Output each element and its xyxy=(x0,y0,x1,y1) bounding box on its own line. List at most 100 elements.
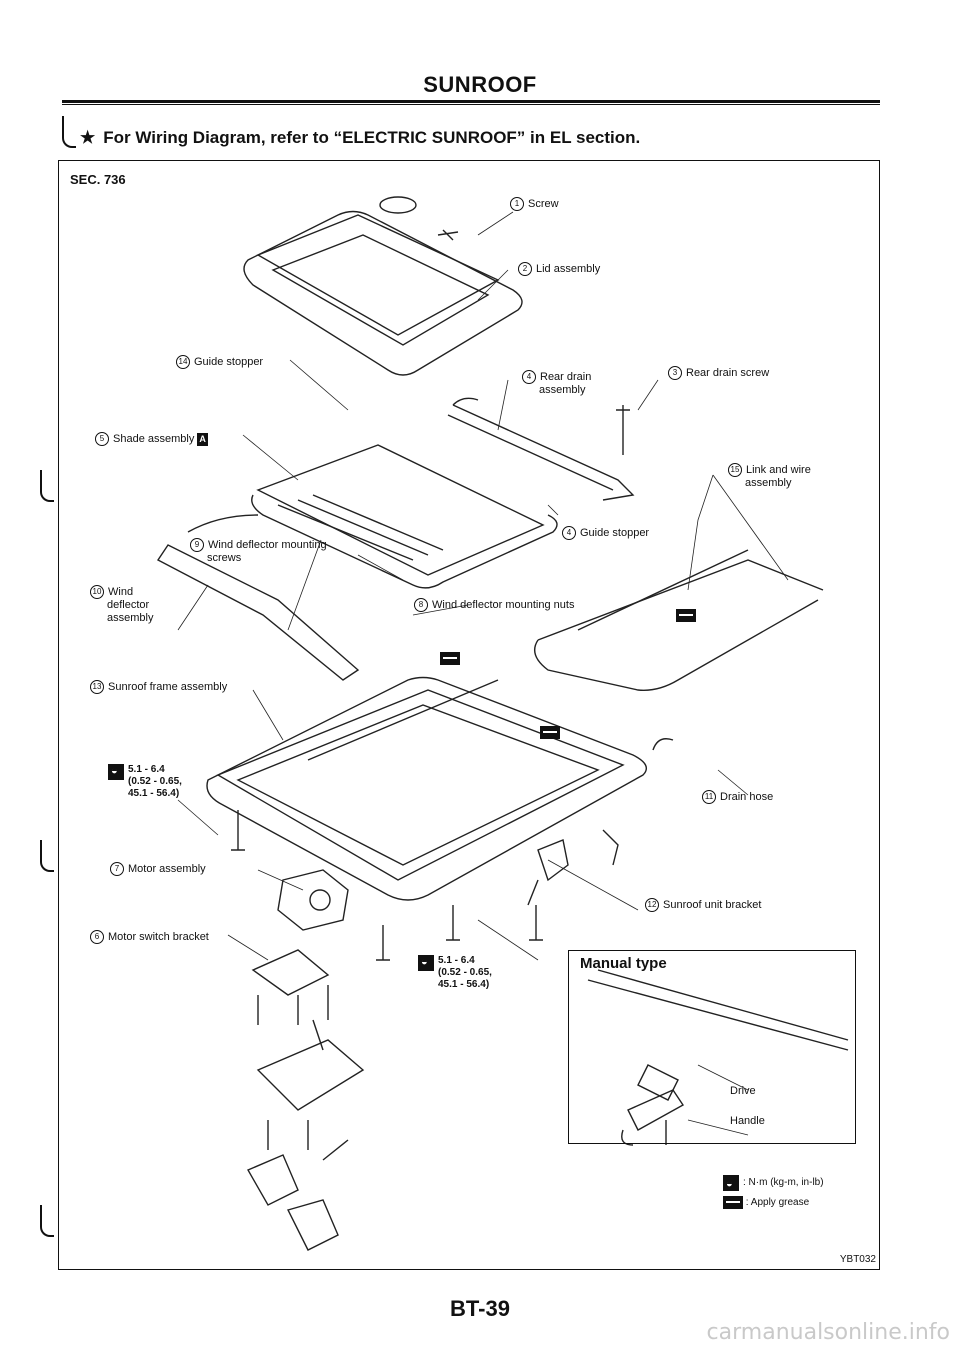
label-motor-assembly: 7 Motor assembly xyxy=(110,862,206,876)
star-icon: ★ xyxy=(80,128,96,147)
unit-bracket-drawing xyxy=(527,829,619,906)
callout-number: 13 xyxy=(90,680,104,694)
callout-text: Motor switch bracket xyxy=(108,930,209,943)
manual-type-title: Manual type xyxy=(580,955,667,972)
title-rule-thin xyxy=(62,104,880,105)
label-guide-stopper-14: 14 Guide stopper xyxy=(176,355,263,369)
callout-text: screws xyxy=(207,552,242,564)
shade-assembly-drawing xyxy=(251,444,558,589)
callout-text: Link and wire xyxy=(746,463,811,476)
callout-number: 15 xyxy=(728,463,742,477)
watermark-site: carmanualsonline.info xyxy=(706,1320,950,1345)
legend-torque-text: : N·m (kg-m, in-lb) xyxy=(743,1177,824,1188)
callout-number: 14 xyxy=(176,355,190,369)
sunroof-exploded-view xyxy=(156,196,849,1251)
grease-icon xyxy=(676,609,696,622)
callout-text: Sunroof unit bracket xyxy=(663,898,762,911)
callout-number: 11 xyxy=(702,790,716,804)
rear-drain-drawing xyxy=(447,397,635,501)
page-number: BT-39 xyxy=(450,1296,510,1321)
trim-plate-drawing xyxy=(247,1139,349,1251)
callout-number: 10 xyxy=(90,585,104,599)
title-rule xyxy=(62,100,880,103)
torque-value: 5.1 - 6.4 xyxy=(128,764,165,775)
motor-switch-bracket-drawing xyxy=(251,949,330,1025)
bolt-drawings xyxy=(231,810,543,961)
wiring-reference-note: ★ For Wiring Diagram, refer to “ELECTRIC … xyxy=(80,128,640,148)
leader-lines xyxy=(177,211,789,1136)
legend-grease-text: : Apply grease xyxy=(745,1197,810,1208)
callout-text: assembly xyxy=(107,612,154,624)
callout-text: Guide stopper xyxy=(194,355,264,368)
link-wire-drawing xyxy=(534,549,824,691)
label-drive: Drive xyxy=(730,1085,756,1097)
callout-text: Rear drain xyxy=(540,370,592,383)
label-sunroof-unit-bracket: 12 Sunroof unit bracket xyxy=(645,898,761,912)
margin-tick-mark xyxy=(40,840,54,872)
wiring-reference-text: For Wiring Diagram, refer to “ELECTRIC S… xyxy=(103,128,641,147)
callout-text: Guide stopper xyxy=(580,526,650,539)
callout-number: 5 xyxy=(95,432,109,446)
grease-icon xyxy=(440,652,460,665)
callout-text: Wind xyxy=(108,585,134,598)
wind-deflector-drawing xyxy=(156,514,360,681)
label-shade-assembly: 5 Shade assembly A xyxy=(95,432,208,446)
margin-tick-mark xyxy=(62,116,76,148)
legend-grease: : Apply grease xyxy=(723,1195,809,1211)
torque-value-imperial: 45.1 - 56.4) xyxy=(128,788,180,799)
sunroof-frame-drawing xyxy=(206,676,647,901)
margin-tick-mark xyxy=(40,1205,54,1237)
label-rear-drain-screw: 3 Rear drain screw xyxy=(668,366,769,380)
grease-icon xyxy=(540,726,560,739)
callout-text: Rear drain screw xyxy=(686,366,770,379)
callout-number: 2 xyxy=(518,262,532,276)
shade-tag-badge: A xyxy=(197,432,208,446)
torque-wrench-icon xyxy=(418,955,434,971)
label-screw: 1 Screw xyxy=(510,197,559,211)
callout-text: Lid assembly xyxy=(536,262,601,275)
switch-housing-drawing xyxy=(256,1019,365,1150)
torque-value: 5.1 - 6.4 xyxy=(438,955,475,966)
callout-text: Screw xyxy=(528,197,559,210)
torque-spec-left: 5.1 - 6.4 (0.52 - 0.65, 45.1 - 56.4) xyxy=(108,764,182,800)
diagram-frame xyxy=(58,160,880,1270)
torque-wrench-icon xyxy=(108,764,124,780)
section-number: SEC. 736 xyxy=(70,172,126,187)
legend-torque: : N·m (kg-m, in-lb) xyxy=(723,1175,824,1192)
callout-number: 3 xyxy=(668,366,682,380)
callout-number: 12 xyxy=(645,898,659,912)
callout-number: 4 xyxy=(522,370,536,384)
callout-number: 9 xyxy=(190,538,204,552)
drain-hose-drawing xyxy=(652,738,674,751)
torque-spec-center: 5.1 - 6.4 (0.52 - 0.65, 45.1 - 56.4) xyxy=(418,955,492,991)
margin-tick-mark xyxy=(40,470,54,502)
callout-text: Shade assembly xyxy=(113,432,195,445)
torque-value-metric: (0.52 - 0.65, xyxy=(438,967,492,978)
callout-text: Sunroof frame assembly xyxy=(108,680,228,693)
lid-assembly-drawing xyxy=(243,210,523,376)
callout-text: Wind deflector mounting nuts xyxy=(432,598,575,611)
torque-value-imperial: 45.1 - 56.4) xyxy=(438,979,490,990)
callout-text: Motor assembly xyxy=(128,862,206,875)
manual-type-drawing xyxy=(587,969,849,1146)
motor-assembly-drawing xyxy=(277,869,349,931)
callout-text: deflector xyxy=(107,599,150,611)
callout-number: 1 xyxy=(510,197,524,211)
page-title: SUNROOF xyxy=(423,72,537,97)
torque-wrench-icon xyxy=(723,1175,739,1192)
callout-number: 7 xyxy=(110,862,124,876)
label-handle: Handle xyxy=(730,1115,765,1127)
callout-text: assembly xyxy=(539,384,586,396)
manual-type-inset xyxy=(568,950,856,1144)
torque-value-metric: (0.52 - 0.65, xyxy=(128,776,182,787)
rear-drain-screw-drawing xyxy=(616,405,630,455)
screw-drawing xyxy=(379,196,459,241)
